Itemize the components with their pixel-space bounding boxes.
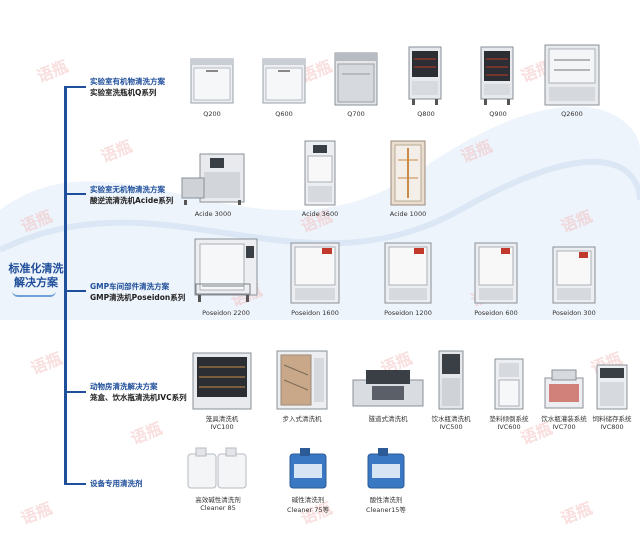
cleaner-label: 酸性清洗剂 Cleaner15等 [366, 496, 406, 514]
washer-acide-3600 [304, 140, 336, 206]
ivc-label: 饲料储存系统 IVC800 [592, 415, 632, 431]
watermark: 语瓶 [98, 136, 135, 167]
washer-ivc100 [192, 352, 252, 410]
washer-q600 [262, 58, 306, 104]
washer-q200 [190, 58, 234, 104]
model-label: Q200 [203, 110, 221, 118]
model-label: Q2600 [561, 110, 583, 118]
cleaner-label: 碱性清洗剂 Cleaner 75等 [287, 496, 329, 514]
washer-poseidon-1200 [384, 242, 432, 304]
washer-ivc500 [438, 350, 464, 410]
model-label: Poseidon 1200 [384, 309, 432, 317]
tree-branch [64, 483, 86, 485]
model-label: Acide 1000 [389, 210, 427, 218]
tree-branch [64, 290, 86, 292]
tree-branch [64, 391, 86, 393]
washer-walk-in [276, 350, 328, 410]
washer-q700 [334, 52, 378, 106]
cleaner-label: 高效碱性清洗剂 Cleaner 85 [195, 496, 241, 512]
watermark: 语瓶 [458, 136, 495, 167]
washer-poseidon-600 [474, 242, 518, 304]
model-label: Poseidon 600 [474, 309, 518, 317]
model-label: Q900 [489, 110, 507, 118]
ivc-label: 饮水瓶清洗机 IVC500 [431, 415, 471, 431]
watermark: 语瓶 [128, 418, 165, 449]
model-label: Q700 [347, 110, 365, 118]
washer-acide-1000 [390, 140, 426, 206]
washer-q2600 [544, 44, 600, 106]
root-title: 标准化清洗 解决方案 [8, 262, 64, 289]
ivc-label: 饮水瓶灌装系统 IVC700 [541, 415, 587, 431]
ivc-label: 垫料倾倒系统 IVC600 [489, 415, 529, 431]
washer-ivc600 [494, 358, 524, 410]
model-label: Acide 3000 [194, 210, 232, 218]
category-poseidon-series: GMP车间部件清洗方案 GMP清洗机Poseidon系列 [90, 282, 186, 302]
washer-ivc700 [544, 369, 584, 409]
watermark: 语瓶 [558, 206, 595, 237]
watermark: 语瓶 [18, 498, 55, 529]
watermark: 语瓶 [558, 498, 595, 529]
washer-tunnel [352, 370, 424, 407]
model-label: Poseidon 2200 [202, 309, 250, 317]
cleaner-85-jugs [187, 447, 247, 489]
model-label: Q600 [275, 110, 293, 118]
root-swoosh [12, 291, 56, 297]
cleaner-75-jug [289, 448, 327, 489]
ivc-label: 隧道式清洗机 [368, 415, 408, 423]
tree-branch [64, 193, 86, 195]
model-label: Poseidon 300 [552, 309, 596, 317]
washer-poseidon-1600 [290, 242, 340, 304]
category-q-series: 实验室有机物清洗方案 实验室洗瓶机Q系列 [90, 77, 165, 97]
model-label: Poseidon 1600 [291, 309, 339, 317]
ivc-label: 步入式清洗机 [282, 415, 322, 423]
category-ivc-series: 动物房清洗解决方案 笼盒、饮水瓶清洗机IVC系列 [90, 382, 187, 402]
watermark: 语瓶 [298, 206, 335, 237]
washer-poseidon-300 [552, 246, 596, 304]
category-cleaner: 设备专用清洗剂 [90, 479, 143, 488]
cleaner-15-jug [367, 448, 405, 489]
ivc-label: 笼具清洗机 IVC100 [205, 415, 239, 431]
model-label: Q800 [417, 110, 435, 118]
washer-q800 [408, 46, 442, 105]
model-label: Acide 3600 [301, 210, 339, 218]
washer-poseidon-2200 [194, 238, 258, 302]
category-acide-series: 实验室无机物清洗方案 酸逆流清洗机Acide系列 [90, 185, 174, 205]
tree-trunk [64, 86, 67, 484]
watermark: 语瓶 [34, 56, 71, 87]
washer-acide-3000 [181, 153, 245, 205]
tree-branch [64, 86, 86, 88]
watermark: 语瓶 [18, 206, 55, 237]
washer-ivc800 [596, 364, 628, 410]
watermark: 语瓶 [28, 348, 65, 379]
washer-q900 [480, 46, 514, 105]
